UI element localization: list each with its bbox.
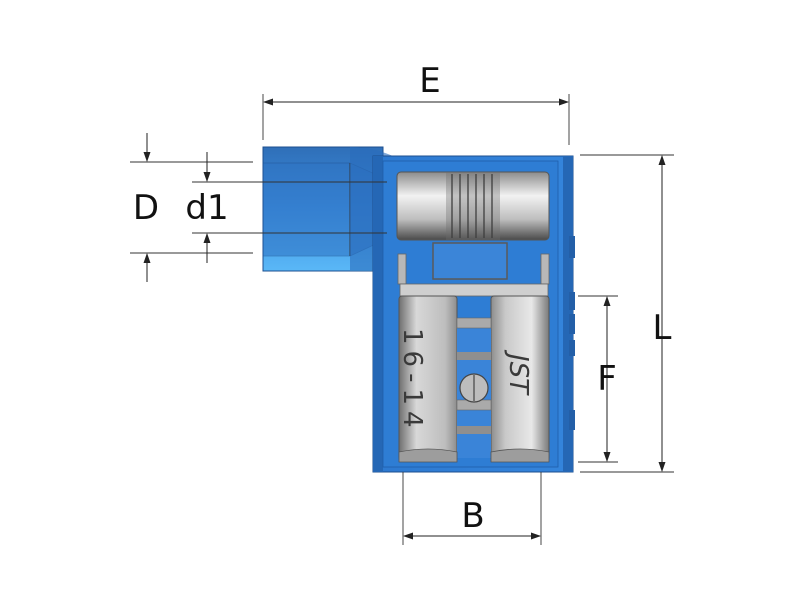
dimension-b-label: B xyxy=(461,496,484,536)
dimension-b: B xyxy=(402,472,542,545)
dimension-d: D xyxy=(130,133,253,282)
wire-barrel xyxy=(396,171,550,241)
dimension-f-label: F xyxy=(597,359,617,399)
size-marking: 16-14 xyxy=(397,328,427,434)
dimension-d1-label: d1 xyxy=(185,188,228,228)
dimension-e: E xyxy=(262,61,570,145)
housing-tabs xyxy=(569,236,575,430)
dimension-d1: d1 xyxy=(185,152,387,263)
logo-marking: JST xyxy=(503,349,533,396)
dimension-d-label: D xyxy=(133,188,159,228)
terminal-body: 16-14 JST xyxy=(262,146,575,473)
dimension-e-label: E xyxy=(419,61,440,101)
dimension-f: F xyxy=(578,295,618,463)
dimension-l: L xyxy=(580,154,674,473)
dimension-l-label: L xyxy=(653,308,672,348)
receptacle-contact xyxy=(398,295,550,463)
